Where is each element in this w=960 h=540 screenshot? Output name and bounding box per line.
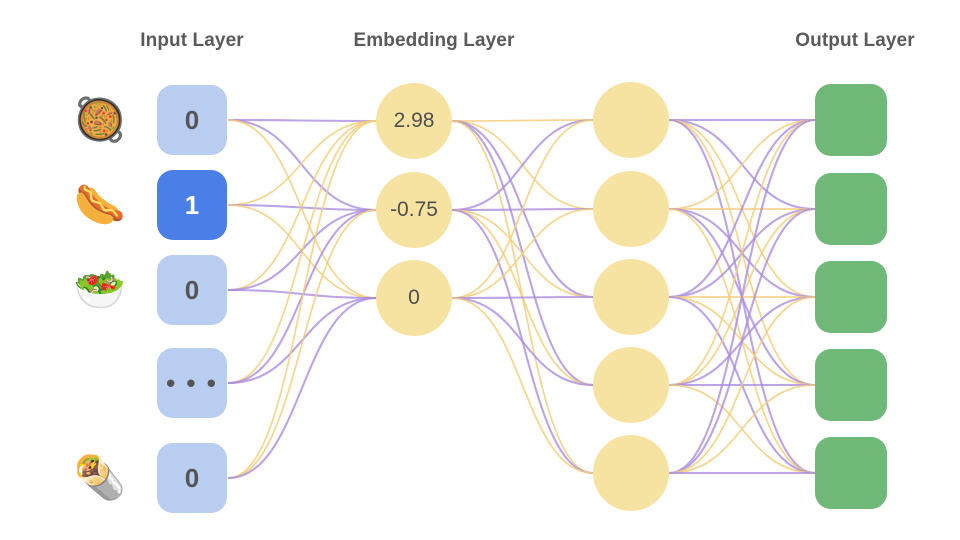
hidden-node-3[interactable] — [593, 347, 669, 423]
edge — [227, 120, 377, 206]
edge — [451, 118, 594, 212]
edge — [451, 119, 594, 122]
edge — [668, 384, 816, 474]
edge — [227, 203, 377, 212]
edge — [451, 295, 594, 300]
edge — [668, 207, 816, 387]
input-icon-taco-icon: 🌯 — [73, 453, 127, 501]
edge — [227, 296, 377, 385]
hidden-node-0[interactable] — [593, 82, 669, 158]
edge — [668, 119, 816, 298]
input-node-0[interactable]: 0 — [157, 85, 227, 155]
input-icon-stew-bowl-icon: 🥘 — [73, 95, 127, 143]
edge — [451, 208, 594, 299]
edge — [451, 119, 594, 299]
output-node-0[interactable] — [815, 84, 887, 156]
edge — [668, 384, 816, 474]
output-node-2[interactable] — [815, 261, 887, 333]
edge — [668, 118, 816, 475]
edge — [227, 209, 377, 479]
edge — [668, 207, 816, 299]
edge — [227, 119, 377, 299]
edge — [451, 207, 594, 212]
embedding-node-0[interactable]: 2.98 — [376, 83, 452, 159]
edge — [227, 120, 377, 291]
edge — [227, 208, 377, 292]
title-input-layer: Input Layer — [140, 30, 244, 51]
edge — [451, 296, 594, 387]
edge — [668, 296, 816, 474]
edge — [668, 118, 816, 475]
edge — [227, 296, 377, 480]
edge — [668, 296, 816, 386]
edge — [451, 119, 594, 299]
edge — [668, 295, 816, 475]
output-node-1[interactable] — [815, 173, 887, 245]
edge — [668, 208, 816, 386]
output-node-3[interactable] — [815, 349, 887, 421]
hidden-node-2[interactable] — [593, 259, 669, 335]
edge — [451, 297, 594, 474]
edge — [668, 207, 816, 475]
edge — [451, 120, 594, 474]
input-icon-green-salad-icon: 🥗 — [73, 265, 127, 313]
title-output-layer: Output Layer — [795, 30, 915, 51]
edge — [227, 208, 377, 385]
input-node-4[interactable]: 0 — [157, 443, 227, 513]
edge — [451, 120, 594, 210]
edge — [451, 208, 594, 475]
edge — [227, 204, 377, 299]
input-node-1[interactable]: 1 — [157, 170, 227, 240]
edge — [227, 118, 377, 123]
edge — [227, 120, 377, 479]
title-embedding-layer: Embedding Layer — [353, 30, 515, 51]
edge — [451, 209, 594, 298]
edge — [227, 288, 377, 300]
input-icon-hot-dog-icon: 🌭 — [73, 180, 127, 228]
edge — [668, 207, 816, 299]
edge — [668, 208, 816, 474]
input-node-ellipsis[interactable]: • • • — [157, 348, 227, 418]
output-node-4[interactable] — [815, 437, 887, 509]
edge — [668, 118, 816, 299]
edge — [668, 295, 816, 387]
input-node-2[interactable]: 0 — [157, 255, 227, 325]
hidden-node-1[interactable] — [593, 171, 669, 247]
embedding-node-2[interactable]: 0 — [376, 260, 452, 336]
hidden-node-4[interactable] — [593, 435, 669, 511]
edge — [668, 118, 816, 211]
edge — [227, 118, 377, 212]
edge — [668, 119, 816, 386]
edge — [451, 119, 594, 387]
edge — [227, 120, 377, 384]
edge — [668, 119, 816, 386]
edge — [451, 209, 594, 386]
edge — [668, 119, 816, 210]
embedding-node-1[interactable]: -0.75 — [376, 172, 452, 248]
